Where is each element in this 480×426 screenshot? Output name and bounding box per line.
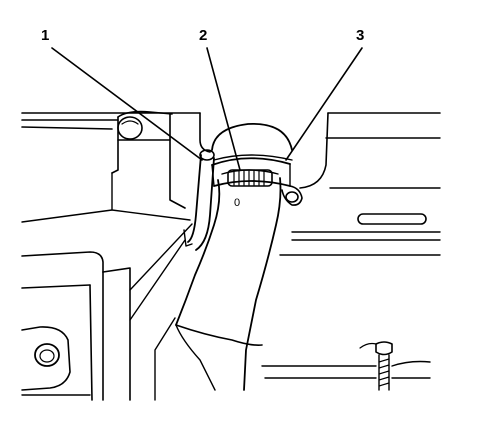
callout-3: 3	[356, 27, 365, 44]
clamp-mark: 0	[234, 197, 240, 209]
lower-left-panel	[21, 223, 193, 401]
inlet-neck	[199, 112, 329, 189]
coolant-hose	[175, 177, 282, 391]
clamp-screw	[227, 169, 273, 187]
mounting-tab	[281, 185, 303, 206]
bolt	[261, 341, 431, 391]
panel-slot	[357, 213, 427, 225]
vent-tube	[183, 149, 215, 251]
callout-1: 1	[41, 27, 50, 44]
upper-panel	[21, 112, 441, 256]
hose-clamp	[211, 157, 291, 187]
callout-2: 2	[199, 27, 208, 44]
left-bracket	[21, 110, 191, 223]
leader-lines	[51, 47, 363, 171]
